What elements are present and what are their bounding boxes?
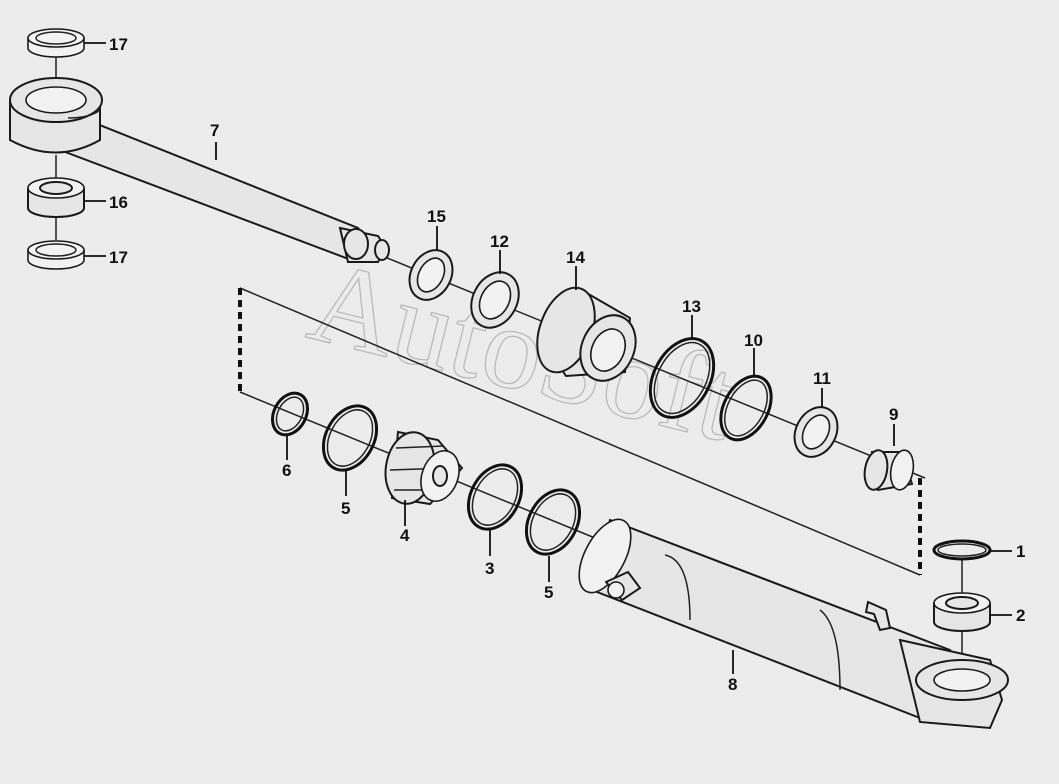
part-9-bushing xyxy=(863,449,915,492)
callout-14: 14 xyxy=(566,248,585,267)
callout-17-top: 17 xyxy=(109,35,128,54)
watermark-text: AutoSoft xyxy=(298,235,750,467)
part-4-piston xyxy=(384,430,464,506)
part-12-rod-seal xyxy=(470,271,520,329)
callout-7: 7 xyxy=(210,121,219,140)
part-7-piston-rod xyxy=(9,77,390,263)
callout-13: 13 xyxy=(682,297,701,316)
callout-5-upper: 5 xyxy=(341,499,350,518)
callout-16: 16 xyxy=(109,193,128,212)
part-3-piston-seal xyxy=(466,463,524,531)
callout-1: 1 xyxy=(1016,542,1025,561)
callout-17-bottom: 17 xyxy=(109,248,128,267)
callout-12: 12 xyxy=(490,232,509,251)
part-6-small-seal-ring xyxy=(270,391,310,437)
callout-6: 6 xyxy=(282,461,291,480)
part-8-cylinder-tube xyxy=(578,518,1009,730)
callout-11: 11 xyxy=(813,369,831,388)
part-5-lower-piston-ring xyxy=(524,488,582,556)
callout-3: 3 xyxy=(485,559,494,578)
part-5-upper-piston-ring xyxy=(321,404,379,472)
part-13-o-ring xyxy=(648,337,716,419)
callout-15: 15 xyxy=(427,207,446,226)
leader-lines xyxy=(84,42,1012,674)
part-16-spherical-bearing xyxy=(27,177,85,218)
callout-4: 4 xyxy=(400,526,410,545)
callout-9: 9 xyxy=(889,405,898,424)
part-17-lower-bearing-ring xyxy=(27,240,85,270)
part-11-guide-ring xyxy=(793,406,839,458)
part-17-upper-bearing-ring xyxy=(27,28,85,58)
callout-labels: 17 16 17 7 15 12 14 13 10 11 9 6 5 4 3 5… xyxy=(109,35,1025,694)
callout-5-lower: 5 xyxy=(544,583,553,602)
part-14-cylinder-head xyxy=(536,286,637,382)
callout-2: 2 xyxy=(1016,606,1025,625)
part-2-spherical-bearing xyxy=(933,592,991,632)
part-10-backup-ring xyxy=(719,374,773,442)
callout-8: 8 xyxy=(728,675,737,694)
callout-10: 10 xyxy=(744,331,763,350)
part-1-o-ring xyxy=(932,539,992,561)
part-15-wiper-seal xyxy=(408,249,454,301)
